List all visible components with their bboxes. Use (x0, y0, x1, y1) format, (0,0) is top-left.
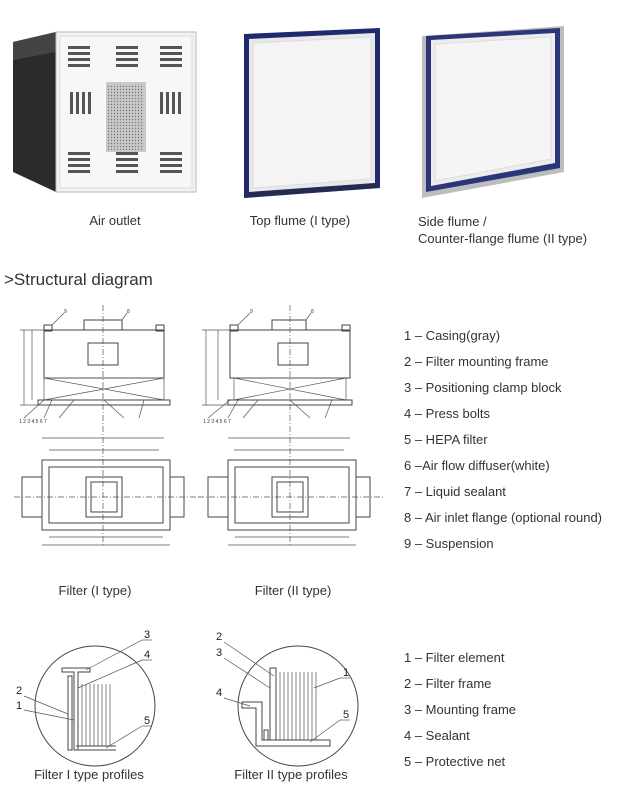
callout-9: 9 (64, 309, 67, 315)
profile-i-label-5: 5 (144, 715, 150, 727)
air-outlet-image (13, 31, 197, 193)
legend-item: 1 – Filter element (404, 650, 505, 665)
caption-filter-i-type: Filter (I type) (58, 583, 132, 598)
legend-item: 6 –Air flow diffuser(white) (404, 458, 550, 473)
profile-ii-label-1: 1 (343, 667, 349, 679)
legend-item: 4 – Press bolts (404, 406, 490, 421)
filter-ii-type-profile: 2 3 1 4 5 (216, 631, 359, 767)
legend-item: 3 – Positioning clamp block (404, 380, 562, 395)
section-title: >Structural diagram (4, 270, 153, 289)
svg-text:9: 9 (250, 309, 253, 315)
caption-profile-ii: Filter II type profiles (234, 767, 348, 782)
filter-i-type-drawing: 9 8 1 2 3 4 5 6 7 (14, 305, 199, 546)
product-caption-top-flume: Top flume (I type) (249, 213, 351, 228)
profile-i-label-2: 2 (16, 685, 22, 697)
profile-ii-label-3: 3 (216, 647, 222, 659)
profile-i-label-1: 1 (16, 700, 22, 712)
structural-legend: 1 – Casing(gray) 2 – Filter mounting fra… (404, 328, 602, 562)
svg-text:8: 8 (311, 309, 314, 315)
legend-item: 3 – Mounting frame (404, 702, 517, 717)
side-flume-filter-image (422, 26, 564, 198)
profile-legend: 1 – Filter element 2 – Filter frame 3 – … (404, 650, 516, 780)
product-caption-side-flume: Side flume / Counter-flange flume (II ty… (418, 214, 588, 246)
product-caption-air-outlet: Air outlet (89, 213, 141, 228)
profile-i-label-4: 4 (144, 649, 150, 661)
legend-item: 9 – Suspension (404, 536, 494, 551)
profile-ii-label-5: 5 (343, 709, 349, 721)
caption-profile-i: Filter I type profiles (34, 767, 144, 782)
legend-item: 7 – Liquid sealant (404, 484, 506, 499)
legend-item: 5 – HEPA filter (404, 432, 488, 447)
legend-item: 5 – Protective net (404, 754, 506, 769)
profile-ii-label-4: 4 (216, 687, 222, 699)
legend-item: 8 – Air inlet flange (optional round) (404, 510, 603, 525)
filter-ii-type-drawing: 9 8 1 2 3 4 5 6 7 (198, 305, 383, 546)
callout-row-labels: 1 2 3 4 5 6 7 (19, 419, 47, 425)
profile-ii-label-2: 2 (216, 631, 222, 643)
filter-i-type-profile: 3 4 2 1 5 (16, 629, 156, 767)
legend-item: 1 – Casing(gray) (404, 328, 501, 343)
top-flume-filter-image (244, 28, 380, 198)
callout-8: 8 (127, 309, 130, 315)
legend-item: 4 – Sealant (404, 728, 470, 743)
profile-i-label-3: 3 (144, 629, 150, 641)
legend-item: 2 – Filter mounting frame (404, 354, 549, 369)
caption-filter-ii-type: Filter (II type) (254, 583, 332, 598)
svg-text:1 2 3 4 5 6 7: 1 2 3 4 5 6 7 (203, 419, 231, 425)
legend-item: 2 – Filter frame (404, 676, 492, 691)
